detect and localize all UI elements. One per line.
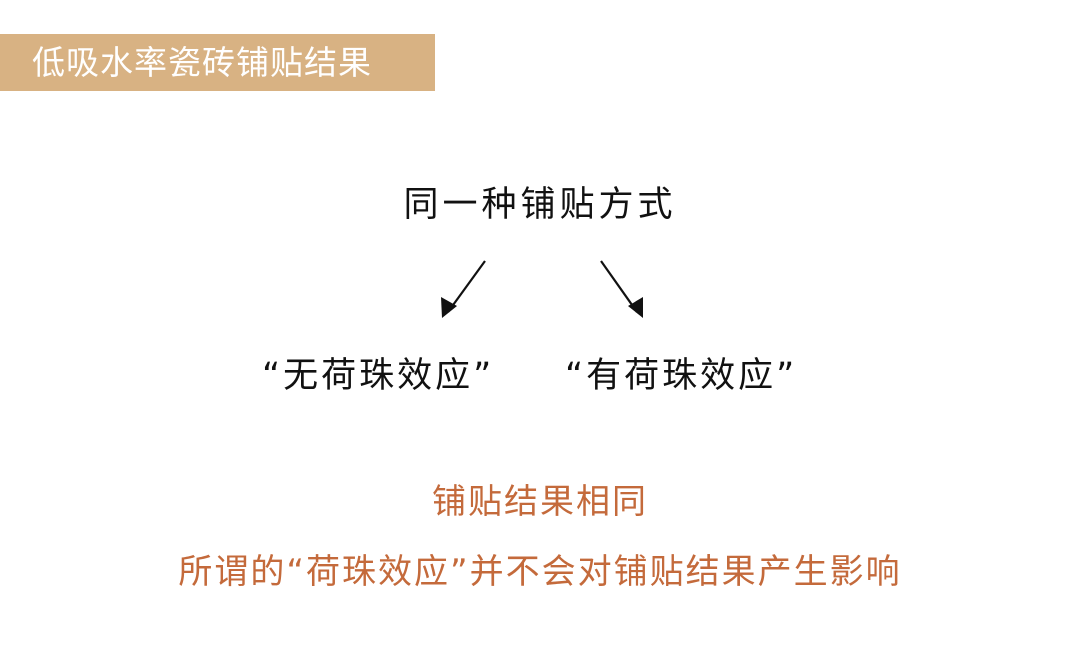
tiling-method-label: 同一种铺贴方式 [403, 185, 677, 225]
case-no-lotus-effect: “无荷珠效应” [262, 356, 495, 396]
conclusion-text: 所谓的“荷珠效应”并不会对铺贴结果产生影响 [178, 552, 902, 592]
right-arrow [600, 260, 638, 313]
left-arrow-head [441, 297, 457, 318]
right-arrow-head [628, 297, 643, 318]
result-text: 铺贴结果相同 [432, 482, 648, 522]
case-lotus-effect: “有荷珠效应” [565, 356, 798, 396]
left-arrow [447, 260, 486, 313]
slide-title: 低吸水率瓷砖铺贴结果 [32, 43, 372, 82]
title-banner: 低吸水率瓷砖铺贴结果 [0, 34, 435, 91]
